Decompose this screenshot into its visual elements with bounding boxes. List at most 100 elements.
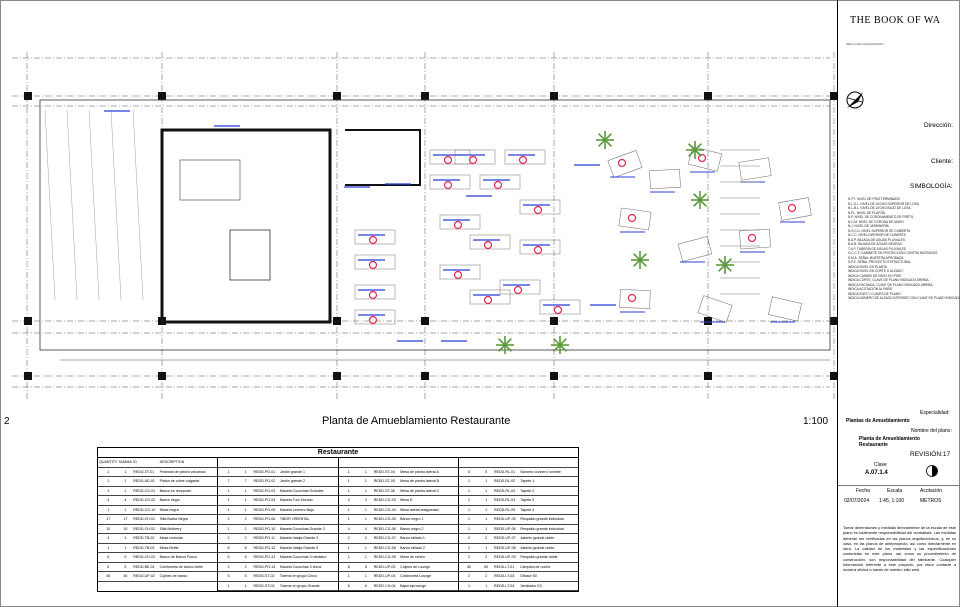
location-caption: SELLO DE LOCALIZACION [846, 42, 884, 46]
lounge-furniture [607, 150, 643, 178]
table-cell: 2 [485, 536, 488, 541]
acotacion-value: METROS [920, 498, 942, 504]
dining-table [519, 199, 561, 215]
cliente-label: Cliente: [931, 158, 954, 165]
lounge-furniture [649, 168, 681, 190]
table-cell: 1 [347, 555, 350, 560]
plant-leaf [639, 259, 647, 267]
table-cell: 1 [485, 507, 488, 512]
legend-item: N.P.T. NIVEL DE PISO TERMINADO [848, 197, 901, 201]
furniture-schedule: Restaurante QUANTITYSUMMARYIDDESCRIPTION… [97, 447, 579, 592]
table-cell: 4 [364, 526, 367, 531]
table-marker [443, 155, 453, 165]
table-marker [617, 158, 627, 168]
table-cell: 1 [364, 469, 367, 474]
table-cell: REDD-CH-04 [373, 583, 396, 588]
table-cell: 50 [484, 564, 489, 569]
table-cell: Bajorreja lounge [400, 583, 427, 588]
column [421, 317, 429, 325]
legend-item: INDICA NIVEL EN CORTE O ALZADO [848, 269, 903, 273]
legend-item: INDICA EJES Y CLAVES DE PLANO [848, 291, 901, 296]
dining-table [354, 309, 396, 325]
table-cell: 50 [466, 564, 471, 569]
dining-table [439, 214, 481, 230]
table-marker [368, 235, 378, 245]
table-cell: 1 [227, 507, 230, 512]
table-cell: 5 [485, 469, 488, 474]
dining-table [499, 279, 541, 295]
table-cell: REDD-CG-09 [373, 555, 396, 560]
fecha-label: Fecha [856, 488, 870, 494]
table-cell: REDD-PO-04 [253, 498, 276, 503]
table-cell: 5 [107, 564, 110, 569]
table-cell: Totems en grupo Grande [279, 583, 320, 588]
plant-leaf [604, 133, 612, 141]
table-cell: 1 [467, 526, 470, 531]
table-cell: Maceta Turo Dorado [279, 498, 313, 503]
legend-item: INDICA CORTE, CLAVE DE PLANO INDICADO AR… [848, 278, 929, 282]
table-cell: 1 [244, 488, 247, 493]
legend-item: N.S.C.U. NIVEL SUPERIOR DE CUBIERTA [848, 228, 911, 233]
table-cell: Cojines de Lounge [400, 564, 431, 569]
table-cell: 1 [347, 574, 350, 579]
table-cell: 3 [107, 536, 110, 541]
table-cell: 1 [467, 488, 470, 493]
table-cell: Pedestal de piedra volcánica [159, 469, 206, 474]
column [24, 372, 32, 380]
legend-item: INDICA CAMBIO DE NIVEL EN PISO [848, 273, 902, 278]
table-marker [493, 180, 503, 190]
column [24, 92, 32, 100]
table-cell: REDD-TB-03 [133, 545, 155, 550]
table-cell: REDD-PO-11 [253, 536, 276, 541]
dining-table [429, 174, 471, 190]
simbologia-label: SIMBOLOGÍA: [910, 183, 953, 190]
table-cell: Maceta Cocuchas Grandes [279, 488, 324, 493]
table-cell: REDD-CG-06 [373, 526, 396, 531]
legend-item: N.L.S.L. NIVEL DE LECHO SUPERIOR DE LOSA [848, 201, 919, 206]
table-cell: 4 [124, 498, 127, 503]
table-marker [443, 180, 453, 190]
table-cell: Mesa redonda [159, 536, 183, 541]
table-cell: REDD-PO-13 [253, 555, 276, 560]
table-cell: 2 [227, 564, 230, 569]
table-cell: 1 [467, 498, 470, 503]
table-cell: 1 [347, 479, 350, 484]
plan-scale: 1:100 [803, 416, 829, 427]
legend-item: N.PL. NIVEL DE PLAFÓN [848, 210, 885, 215]
column [704, 372, 712, 380]
plant-leaf [559, 344, 567, 352]
column [158, 372, 166, 380]
table-cell: REDD-UP-05 [494, 517, 516, 522]
revision: REVISIÓN:17 [910, 451, 951, 458]
table-cell: Lámpara de noche [520, 564, 551, 569]
table-cell: REDD-CG-04 [373, 507, 396, 512]
table-cell: 1 [227, 498, 230, 503]
clave-value: A.07.1.4 [865, 470, 888, 476]
table-marker [533, 245, 543, 255]
north-arrow-icon [846, 91, 864, 109]
table-cell: 5 [124, 555, 127, 560]
table-cell: 10 [106, 526, 111, 531]
table-marker [368, 315, 378, 325]
table-cell: Respaldo grande individual [520, 517, 564, 522]
table-cell: REDD-CG-07 [373, 536, 396, 541]
table-cell: Tapete 1 [520, 479, 535, 484]
legend-item: N.P. NIVEL DE CORONAMIENTO DE PRETIL [848, 215, 914, 219]
schedule-block: QUANTITYSUMMARYIDDESCRIPTION11REDD-ST-01… [98, 458, 219, 591]
table-cell: Difusor 50 [520, 574, 537, 579]
table-cell: Maceta Lechero Bajo [279, 507, 314, 512]
table-cell: 2 [485, 555, 488, 560]
schedule-caption: Restaurante [98, 448, 578, 458]
